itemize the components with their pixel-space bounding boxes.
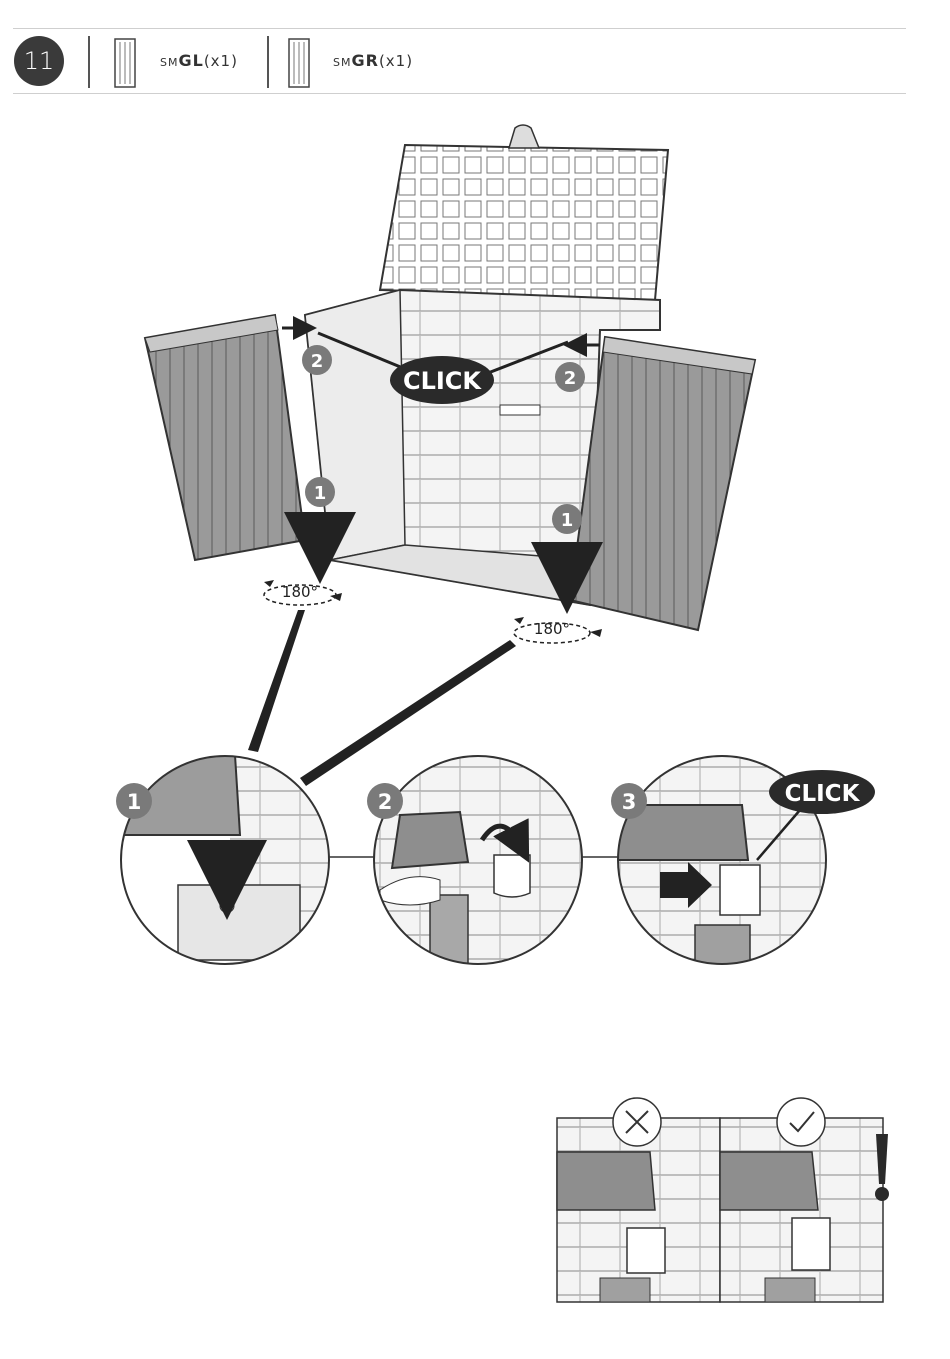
cross-icon: [613, 1098, 661, 1146]
svg-text:1: 1: [314, 483, 327, 504]
callout-badge: 2: [555, 362, 585, 392]
click-label: CLICK: [403, 367, 482, 395]
rotation-label: 180°: [282, 583, 318, 601]
svg-text:2: 2: [311, 351, 324, 372]
click-label: CLICK: [785, 781, 861, 807]
rotation-indicator: 180°: [514, 617, 602, 643]
check-icon: [777, 1098, 825, 1146]
callout-badge: 1: [552, 504, 582, 534]
svg-text:1: 1: [127, 790, 142, 814]
comparison-panel: [557, 1098, 889, 1302]
detail-leader: [248, 610, 305, 752]
detail-circle-2: 2: [367, 755, 584, 965]
svg-text:2: 2: [378, 790, 393, 814]
svg-text:3: 3: [622, 790, 637, 814]
svg-text:2: 2: [564, 368, 577, 389]
detail-circle-1: 1: [116, 755, 330, 965]
detail-circle-3: 3 CLICK: [611, 755, 875, 965]
shed-lid: [380, 125, 668, 300]
svg-text:1: 1: [561, 510, 574, 531]
callout-badge: 2: [302, 345, 332, 375]
rotation-label: 180°: [534, 620, 570, 638]
left-door: [145, 315, 305, 560]
rotation-indicator: 180°: [264, 580, 342, 605]
callout-badge: 1: [305, 477, 335, 507]
